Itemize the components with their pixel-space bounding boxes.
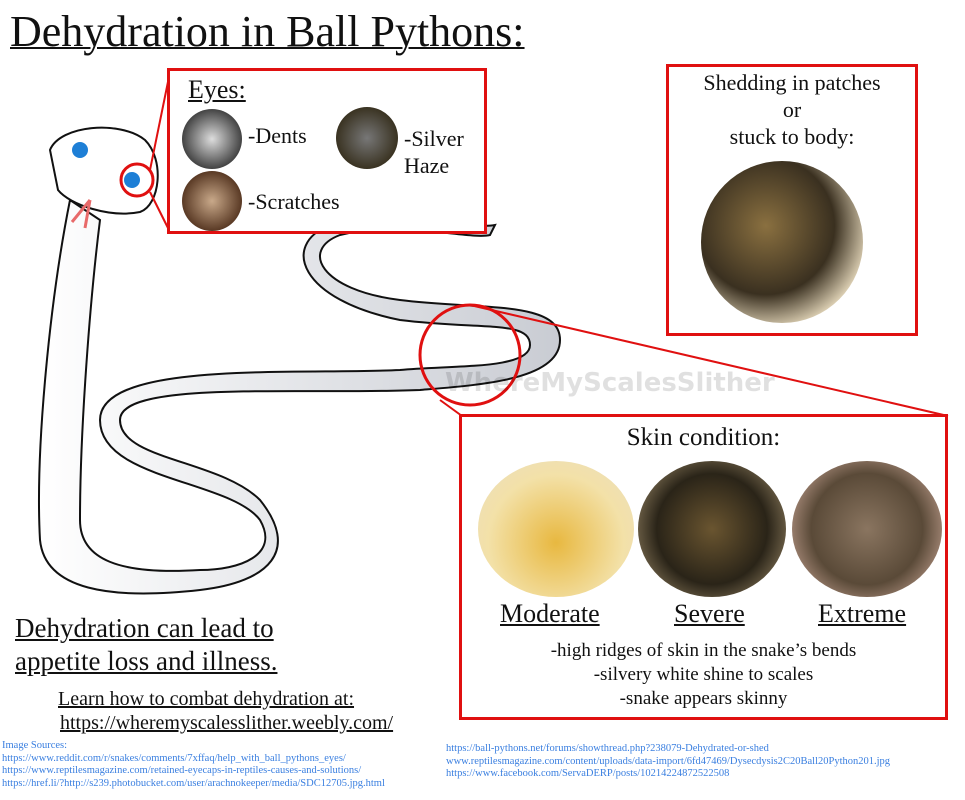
learn-text: Learn how to combat dehydration at:	[58, 688, 355, 710]
moderate-photo	[478, 461, 634, 597]
sources-right: https://ball-pythons.net/forums/showthre…	[446, 743, 890, 781]
eye-highlight-circle	[119, 162, 155, 198]
skin-heading: Skin condition:	[626, 424, 781, 451]
level-moderate: Moderate	[500, 599, 600, 628]
eyes-heading: Eyes:	[188, 75, 246, 104]
skin-note: -high ridges of skin in the snake’s bend…	[550, 640, 857, 661]
level-extreme: Extreme	[818, 599, 907, 628]
learn-url[interactable]: https://wheremyscalesslither.weebly.com/	[60, 712, 394, 734]
source-link[interactable]: https://ball-pythons.net/forums/showthre…	[446, 743, 769, 754]
shedding-line: stuck to body:	[729, 124, 855, 149]
eyes-dents: -Dents	[248, 123, 307, 148]
page-title: Dehydration in Ball Pythons:	[10, 7, 525, 56]
source-link[interactable]: www.reptilesmagazine.com/content/uploads…	[446, 755, 891, 767]
source-link[interactable]: https://www.reptilesmagazine.com/retaine…	[2, 765, 362, 776]
snake-body	[38, 198, 562, 595]
snake-head	[48, 126, 159, 215]
silver-haze-photo	[336, 107, 398, 169]
sources-left: Image Sources:https://www.reddit.com/r/s…	[2, 740, 385, 790]
warning-text: Dehydration can lead to appetite loss an…	[15, 612, 277, 678]
snake-eye	[72, 142, 88, 158]
eyes-silver-haze: -Silver Haze	[404, 126, 464, 178]
snake-eye	[124, 172, 140, 188]
watermark: WhereMyScalesSlither	[445, 368, 775, 398]
skin-note: -silvery white shine to scales	[593, 664, 814, 685]
snake-tongue	[70, 199, 92, 229]
eyes-panel: Eyes: -Dents -Silver Haze -Scratches	[167, 68, 487, 234]
warning-line: Dehydration can lead to	[15, 613, 274, 643]
shedding-line: or	[782, 97, 802, 122]
warning-line: appetite loss and illness.	[15, 646, 278, 676]
eyes-scratches: -Scratches	[248, 189, 340, 214]
source-link[interactable]: https://href.li/?http://s239.photobucket…	[2, 777, 385, 789]
skin-panel: Skin condition: Moderate Severe Extreme …	[459, 414, 948, 720]
source-link[interactable]: https://www.reddit.com/r/snakes/comments…	[2, 752, 346, 764]
skin-notes: -high ridges of skin in the snake’s bend…	[462, 639, 945, 711]
level-severe: Severe	[674, 599, 745, 628]
scratches-photo	[182, 171, 242, 231]
source-link[interactable]: https://www.facebook.com/ServaDERP/posts…	[446, 768, 730, 779]
severe-photo	[638, 461, 786, 597]
sources-heading: Image Sources:	[2, 740, 68, 751]
shedding-line: Shedding in patches	[703, 70, 881, 95]
dents-photo	[182, 109, 242, 169]
skin-note: -snake appears skinny	[619, 688, 788, 709]
shedding-photo	[701, 161, 863, 323]
extreme-photo	[792, 461, 942, 597]
